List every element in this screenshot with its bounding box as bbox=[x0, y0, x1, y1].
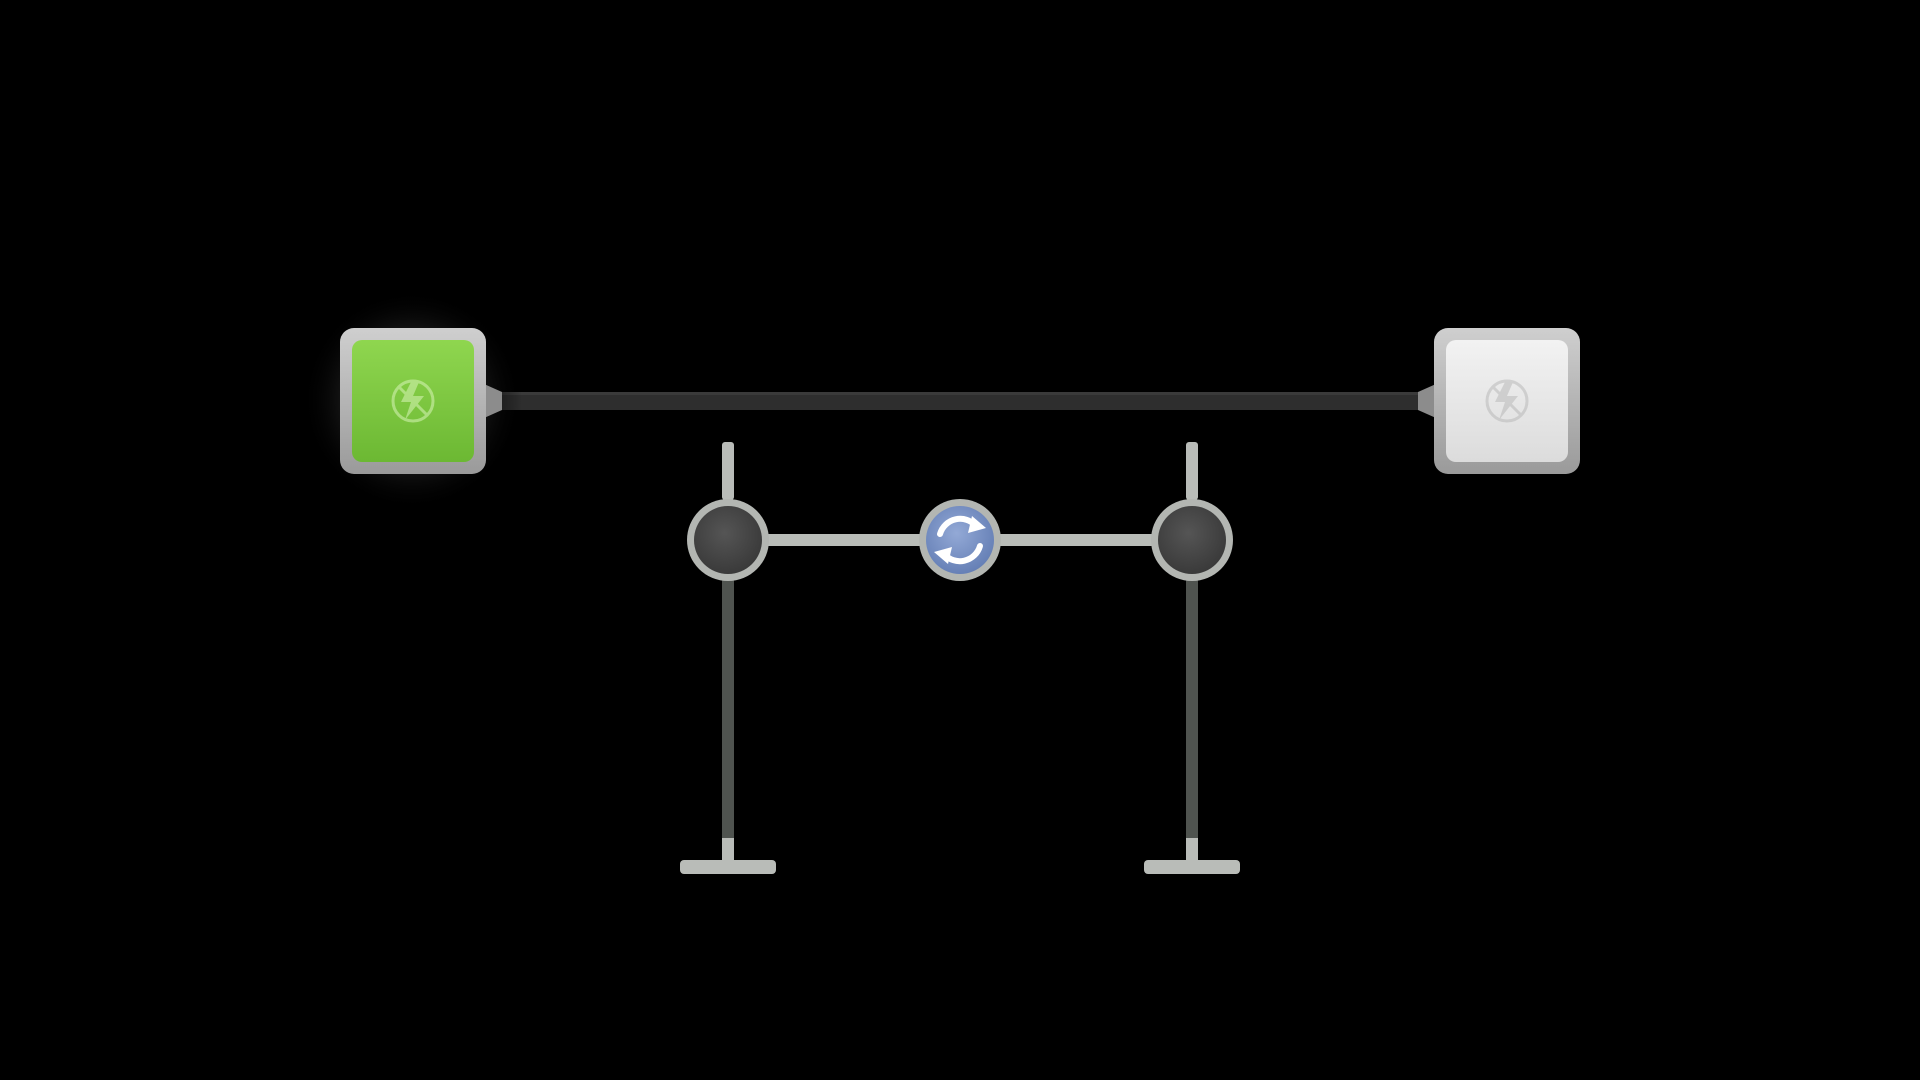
left-junction[interactable] bbox=[687, 499, 769, 581]
right-pipe-top-stub bbox=[1186, 442, 1198, 500]
rotate-button[interactable] bbox=[919, 499, 1001, 581]
left-horizontal-pipe bbox=[766, 534, 924, 546]
left-pipe-top-stub bbox=[722, 442, 734, 500]
target-power-node[interactable] bbox=[1418, 328, 1580, 474]
main-cable bbox=[500, 392, 1420, 410]
lightning-bolt-icon bbox=[391, 379, 435, 423]
left-pipe-base bbox=[680, 860, 776, 874]
left-pipe-assembly bbox=[680, 442, 776, 874]
right-pipe-foot-stem bbox=[1186, 838, 1198, 866]
right-pipe-base bbox=[1144, 860, 1240, 874]
source-power-node[interactable] bbox=[302, 290, 522, 510]
lightning-bolt-icon bbox=[1485, 379, 1529, 423]
rotate-arrowhead-top bbox=[968, 516, 986, 533]
target-face bbox=[1446, 340, 1568, 462]
left-pipe-foot-stem bbox=[722, 838, 734, 866]
left-pipe-vertical bbox=[722, 575, 734, 845]
target-connector bbox=[1418, 384, 1436, 418]
rotate-arrowhead-bottom bbox=[934, 547, 952, 564]
right-pipe-vertical bbox=[1186, 575, 1198, 845]
source-connector bbox=[484, 384, 502, 418]
right-pipe-assembly bbox=[1144, 442, 1240, 874]
right-junction[interactable] bbox=[1151, 499, 1233, 581]
right-horizontal-pipe bbox=[996, 534, 1154, 546]
